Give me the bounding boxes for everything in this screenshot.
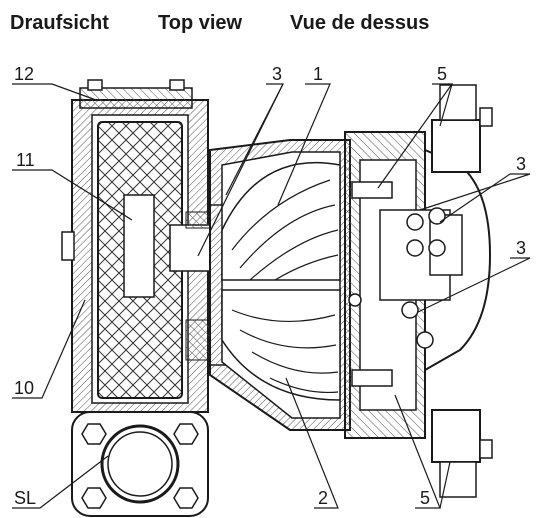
title-german: Draufsicht: [10, 12, 109, 34]
bearings: [348, 207, 446, 349]
callout-11: 11: [16, 150, 35, 170]
callout-10: 10: [14, 378, 34, 398]
callout-3-top: 3: [272, 64, 282, 84]
filter-element: [97, 121, 183, 399]
screw-rotor-lower: [221, 289, 341, 401]
suction-flange: [71, 411, 209, 517]
screw-rotor-upper: [221, 161, 341, 281]
callout-5-top: 5: [437, 64, 447, 84]
callout-1: 1: [313, 64, 323, 84]
view-title-row: Draufsicht Top view Vue de dessus: [8, 4, 528, 38]
solenoid-valve-upper: [431, 84, 493, 173]
title-french: Vue de dessus: [290, 12, 430, 34]
callout-5-bottom: 5: [420, 488, 430, 508]
callout-3-right-a: 3: [516, 154, 526, 174]
bearing-housing: [344, 131, 492, 439]
callout-2: 2: [318, 488, 328, 508]
title-english: Top view: [158, 12, 243, 34]
callout-sl: SL: [14, 488, 36, 508]
callout-3-right-b: 3: [516, 238, 526, 258]
casing-bolts: [351, 181, 393, 387]
callout-12: 12: [14, 64, 34, 84]
solenoid-valve-lower: [431, 409, 493, 498]
leader-lines: [12, 83, 531, 509]
